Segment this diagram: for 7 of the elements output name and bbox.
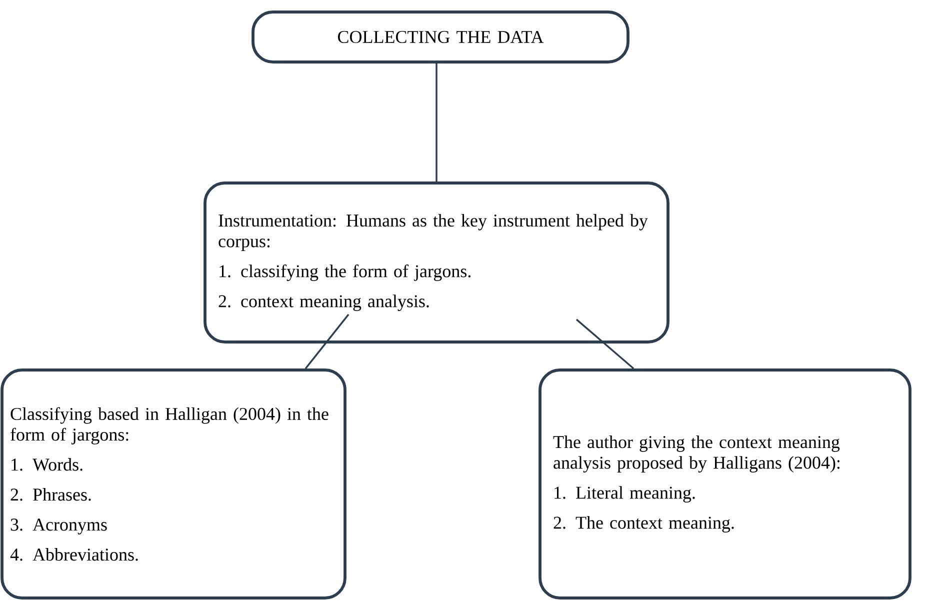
process-box: COLLECTING THE DATA — [252, 10, 630, 64]
process-box: Instrumentation: Humans as the key instrument helped by corpus: 1. classifying the form of jargons. 2. context meaning analysis. — [204, 182, 670, 344]
connector-line — [436, 63, 438, 182]
process-box: The author giving the context meaning analysis proposed by Halligans (2004): 1. Literal meaning. 2. The context meaning. — [538, 368, 912, 600]
process-box: Classifying based in Halligan (2004) in the form of jargons: 1. Words. 2. Phrases. 3. Acronyms 4. Abbreviations. — [0, 368, 346, 600]
connector-line — [576, 318, 634, 370]
connector-line — [304, 314, 350, 370]
